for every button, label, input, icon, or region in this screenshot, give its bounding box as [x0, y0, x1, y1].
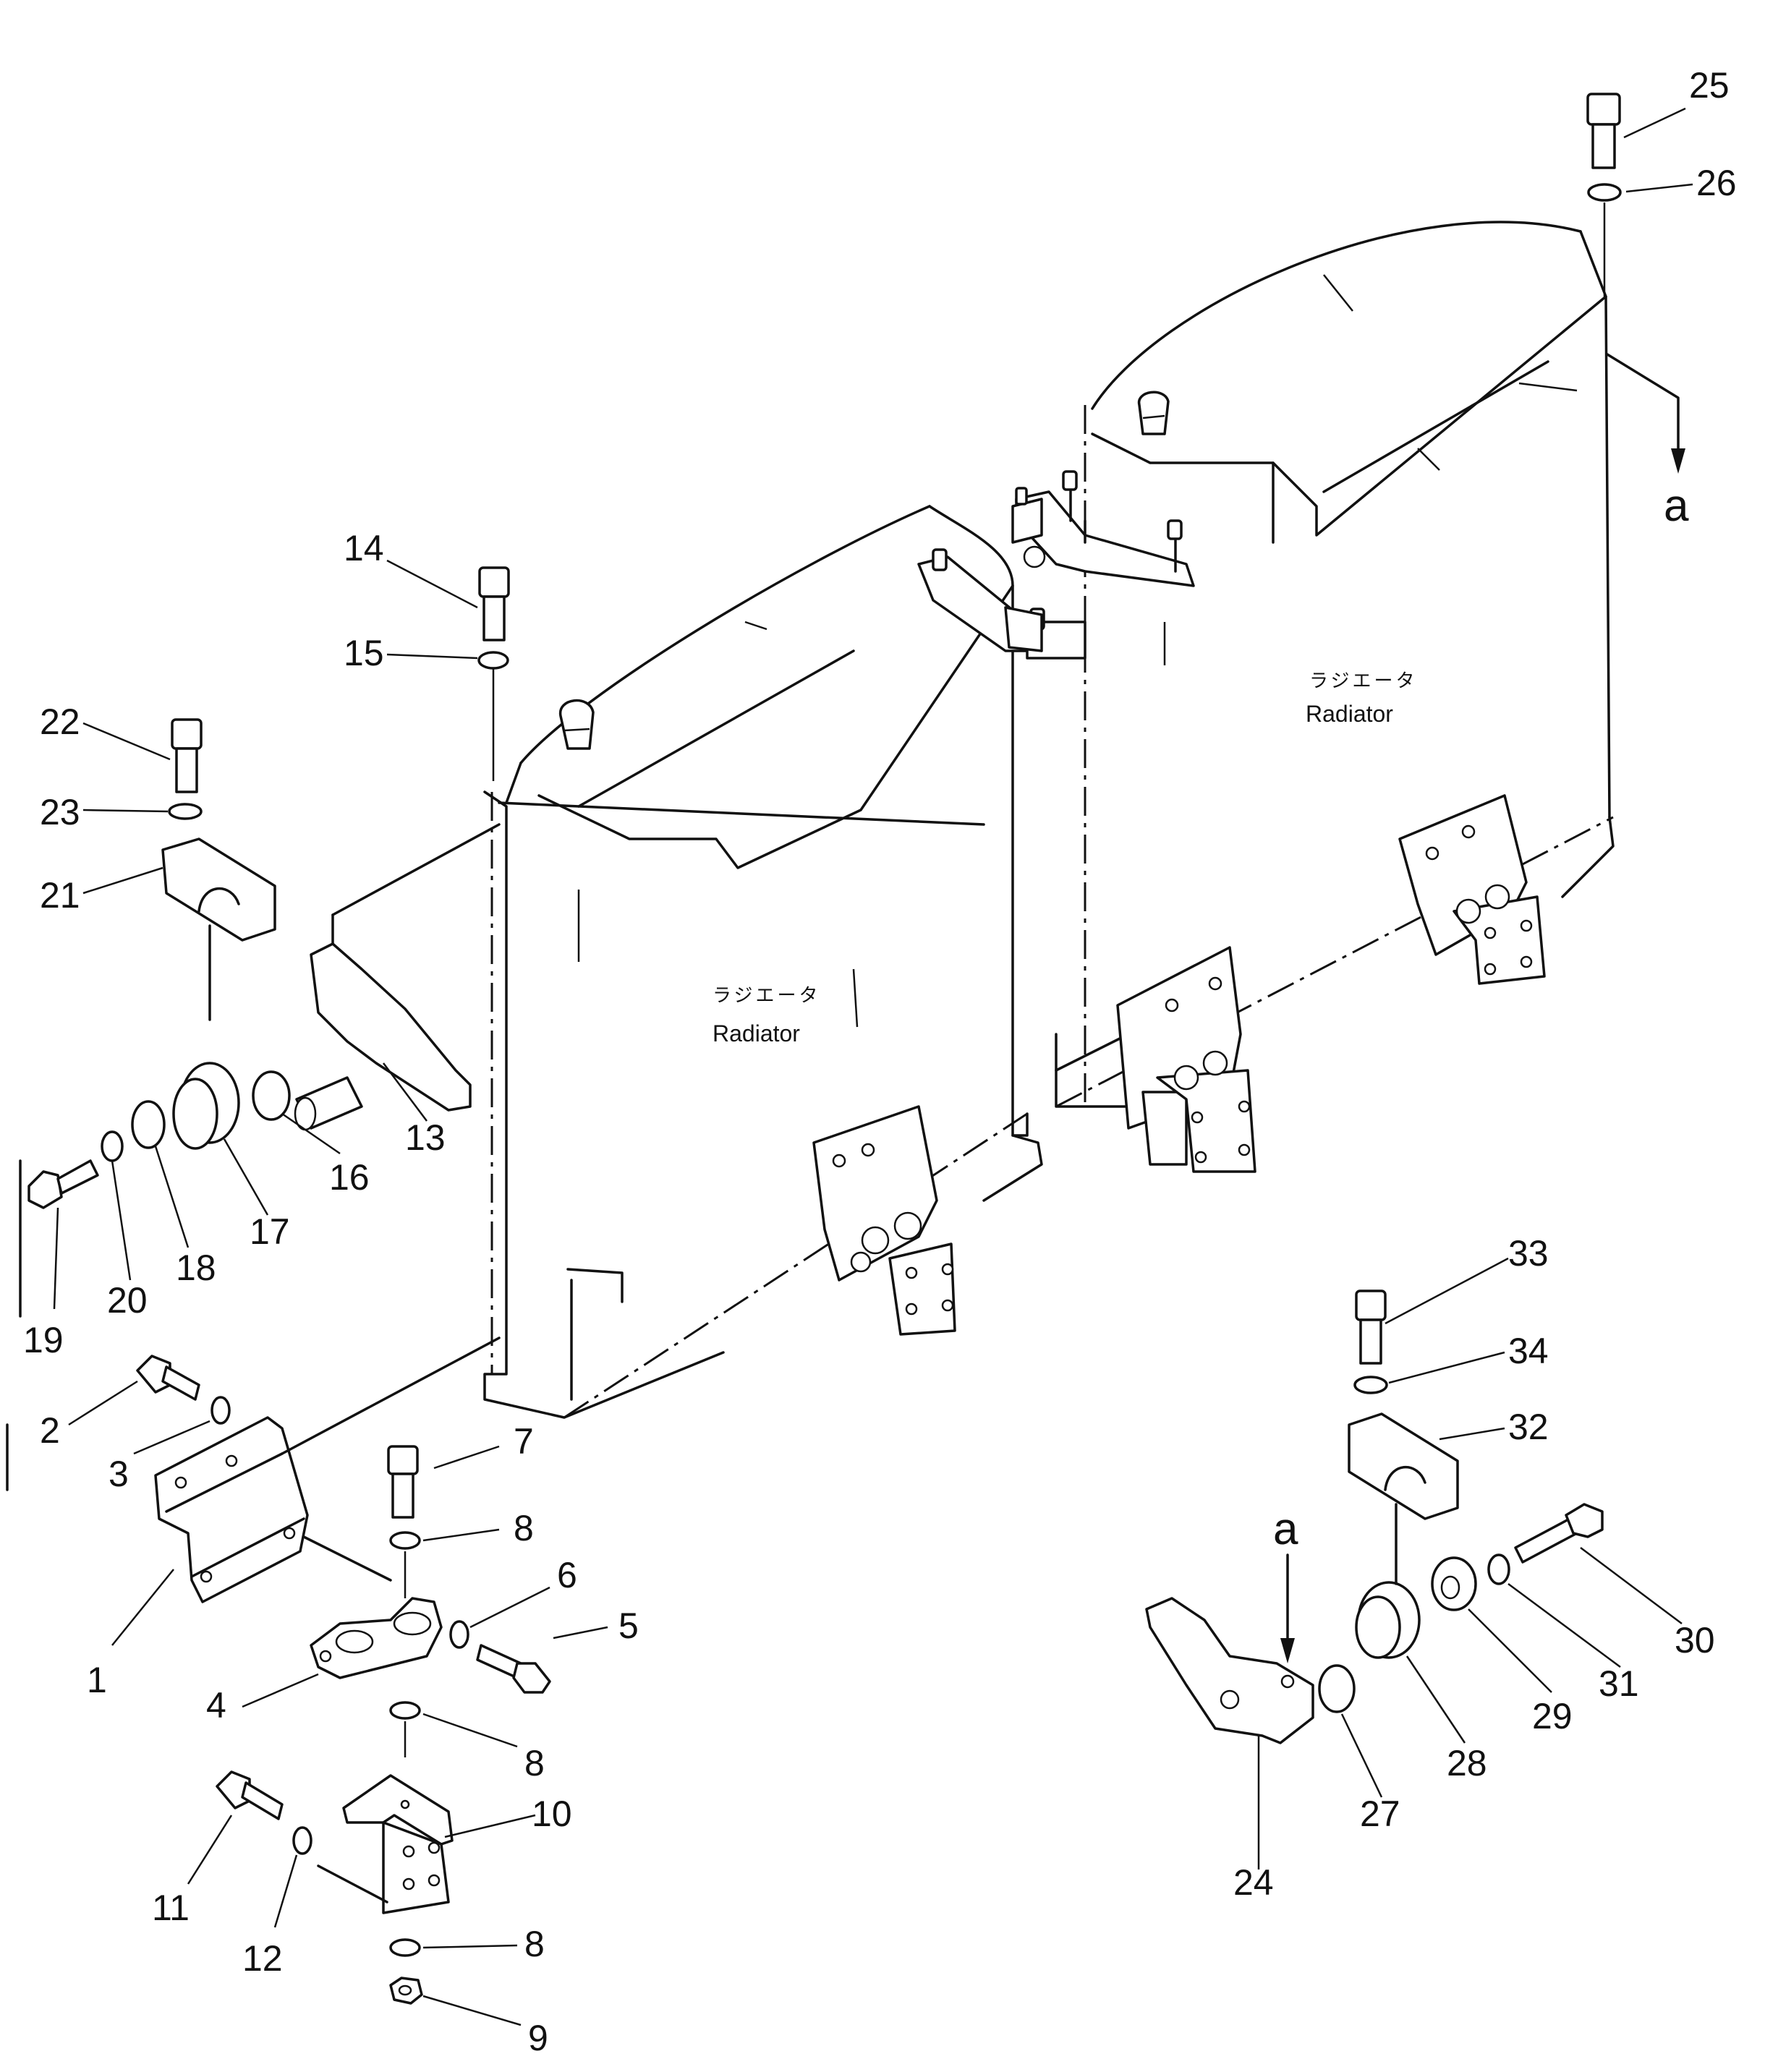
callout-11: 11: [152, 1888, 190, 1928]
radiator-label-jp: ラジエータ: [1309, 670, 1417, 691]
nut-9: [389, 1977, 423, 2005]
callout-17: 17: [250, 1211, 290, 1252]
callout-8-top: 8: [514, 1508, 534, 1548]
washer-31: [1487, 1553, 1510, 1585]
bracket-10: [342, 1774, 454, 1914]
callout-14: 14: [344, 528, 384, 568]
bolt-19: [27, 1159, 99, 1209]
washer-8-bottom: [389, 1938, 421, 1957]
bolt-22: [171, 718, 203, 793]
radiator-front: ラジエータ Radiator: [483, 505, 1086, 1419]
callout-23: 23: [40, 792, 80, 832]
washer-34: [1353, 1376, 1388, 1394]
bolt-7: [387, 1445, 419, 1519]
radiator-rear: ラジエータ Radiator: [1011, 221, 1615, 1173]
callout-3: 3: [109, 1454, 129, 1494]
radiator-label-en: Radiator: [1306, 701, 1393, 727]
bolt-2: [136, 1355, 200, 1401]
washer-23: [168, 803, 203, 820]
callout-27: 27: [1360, 1794, 1400, 1834]
callout-19: 19: [23, 1320, 64, 1360]
radiator-label-en: Radiator: [713, 1020, 800, 1046]
callout-31: 31: [1599, 1663, 1639, 1704]
bolt-33: [1355, 1289, 1387, 1365]
callout-8-bottom: 8: [524, 1924, 545, 1964]
callout-25: 25: [1689, 65, 1730, 106]
washer-8-mid: [389, 1701, 421, 1720]
view-arrow-a-top: a: [1606, 353, 1689, 531]
callout-28: 28: [1447, 1743, 1487, 1783]
bolt-30: [1514, 1503, 1604, 1564]
washer-16: [252, 1070, 291, 1121]
callout-24: 24: [1233, 1862, 1274, 1903]
washer-18: [131, 1100, 166, 1149]
callout-26: 26: [1696, 163, 1737, 203]
arm-24: [1145, 1597, 1314, 1744]
callout-34: 34: [1508, 1331, 1549, 1371]
callout-numbers: 25 26 14 15 22 23 21 13 16 17 18 20 19 2…: [23, 65, 1737, 2058]
callout-21: 21: [40, 875, 80, 916]
bolt-11: [216, 1770, 284, 1820]
callout-9: 9: [528, 2018, 548, 2058]
callout-5: 5: [618, 1606, 639, 1646]
callout-18: 18: [176, 1248, 216, 1288]
washer-6: [449, 1620, 469, 1649]
rear-mount-left: [1116, 946, 1256, 1173]
front-mount: [812, 1105, 956, 1336]
callout-32: 32: [1508, 1407, 1549, 1447]
callout-13: 13: [405, 1117, 446, 1158]
washer-3: [210, 1396, 231, 1425]
callout-20: 20: [107, 1280, 148, 1321]
callout-16: 16: [329, 1157, 370, 1198]
callout-2: 2: [40, 1410, 60, 1451]
bolt-14: [478, 566, 510, 641]
bracket-1: [154, 1416, 309, 1603]
callout-15: 15: [344, 633, 384, 673]
arm-bracket: [310, 942, 472, 1112]
leader-lines: [53, 107, 1693, 2026]
callout-30: 30: [1675, 1620, 1715, 1660]
callout-22: 22: [40, 702, 80, 742]
lower-left-parts: [6, 1336, 551, 2005]
rear-mount-right: [1398, 794, 1546, 985]
washer-8-top: [389, 1531, 421, 1550]
view-label: a: [1273, 1504, 1298, 1554]
bolt-5: [476, 1644, 551, 1694]
view-arrow-a-bottom: a: [1273, 1504, 1298, 1663]
washer-26: [1587, 183, 1622, 202]
washer-15: [477, 651, 509, 670]
lower-right-parts: [1145, 1289, 1604, 1744]
bolt-25: [1586, 93, 1621, 169]
washer-20: [101, 1130, 124, 1162]
callout-1: 1: [87, 1660, 107, 1700]
callout-10: 10: [532, 1794, 572, 1834]
callout-4: 4: [206, 1685, 226, 1726]
washer-12: [292, 1826, 312, 1855]
view-label: a: [1664, 481, 1689, 531]
callout-33: 33: [1508, 1233, 1549, 1274]
left-mount-parts: [19, 566, 510, 1318]
radiator-label-jp: ラジエータ: [713, 984, 820, 1006]
callout-8-mid: 8: [524, 1743, 545, 1783]
callout-6: 6: [557, 1555, 577, 1595]
washer-27: [1318, 1664, 1356, 1713]
callout-29: 29: [1532, 1696, 1573, 1736]
mount-4: [310, 1597, 443, 1679]
callout-12: 12: [242, 1938, 283, 1979]
callout-7: 7: [514, 1421, 534, 1462]
